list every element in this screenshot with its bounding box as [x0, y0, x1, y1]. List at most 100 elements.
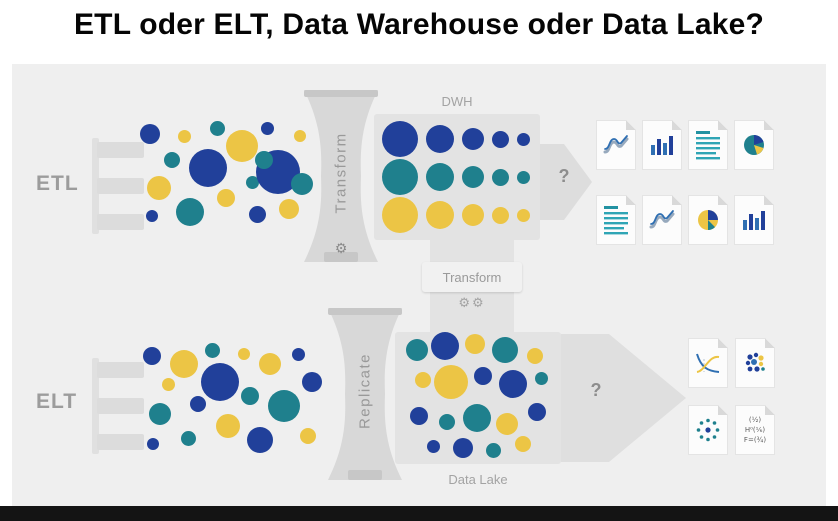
page-fold	[765, 338, 775, 348]
data-bubble	[201, 363, 239, 401]
data-bubble	[426, 125, 454, 153]
data-bubble	[434, 365, 468, 399]
data-bubble	[260, 121, 274, 135]
document-formula: (½)H⁰(⅙)F=(¾)	[735, 405, 775, 455]
data-bubble	[259, 353, 281, 375]
data-bubble	[534, 371, 548, 385]
source-spine	[92, 358, 99, 454]
page-fold	[672, 120, 682, 130]
elt-arrow-icon	[561, 334, 686, 462]
mid-transform-box: Transform	[422, 262, 522, 292]
mid-transform-label: Transform	[442, 269, 502, 285]
funnel-shape	[304, 90, 378, 262]
data-bubble	[517, 170, 530, 184]
data-bubble	[517, 132, 530, 146]
data-bubble	[463, 404, 491, 432]
line-chart-icon	[648, 208, 676, 232]
data-bubble	[255, 151, 273, 169]
data-bubble	[180, 430, 196, 446]
data-bubble	[426, 163, 454, 191]
data-bubble	[204, 342, 220, 358]
funnel-shape	[328, 308, 402, 480]
page-fold	[765, 405, 775, 415]
data-bubble	[146, 210, 158, 222]
data-bubble	[492, 168, 509, 186]
page-fold	[718, 405, 728, 415]
data-bubble	[492, 206, 509, 224]
data-bubble	[462, 166, 484, 188]
data-bubble	[245, 175, 259, 189]
source-bar	[97, 142, 144, 158]
document-pie-b	[688, 195, 728, 245]
etl-funnel-label: Transform	[332, 131, 350, 214]
dwh-container	[374, 114, 540, 240]
page-title: ETL oder ELT, Data Warehouse oder Data L…	[73, 8, 765, 41]
elt-replicate-funnel-icon: Replicate	[328, 308, 402, 480]
data-bubble	[226, 130, 258, 162]
formula-icon: (½)H⁰(⅙)F=(¾)	[744, 416, 766, 445]
data-bubble	[515, 436, 531, 452]
pie-a-icon	[742, 133, 766, 157]
data-bubble	[241, 387, 259, 405]
source-bar	[97, 214, 144, 230]
dwh-label: DWH	[441, 94, 473, 109]
data-bubble	[406, 339, 428, 361]
data-bubble	[217, 189, 235, 207]
data-bubble	[410, 407, 428, 425]
data-bubble	[485, 442, 501, 458]
bottom-bar	[0, 506, 838, 521]
data-bubble	[248, 205, 266, 223]
elt-funnel-label: Replicate	[356, 352, 374, 429]
data-bubble	[462, 128, 484, 150]
etl-row-label: ETL	[36, 172, 79, 195]
data-bubble	[453, 438, 473, 458]
text-doc-icon	[695, 129, 721, 161]
page-fold	[626, 120, 636, 130]
elt-question-mark: ?	[590, 380, 602, 400]
elt-row-label: ELT	[36, 390, 78, 413]
formula-line: H⁰(⅙)	[744, 425, 766, 434]
document-radial-chart	[688, 405, 728, 455]
data-bubble	[238, 348, 250, 360]
data-bubble	[415, 372, 431, 388]
text-doc-icon	[603, 204, 629, 236]
etl-source-stack-icon	[92, 138, 146, 238]
formula-line: (½)	[748, 415, 762, 424]
page-fold	[764, 195, 774, 205]
datalake-container	[395, 332, 561, 464]
data-bubble	[247, 427, 273, 453]
gears-icon: ⚙⚙	[458, 296, 486, 311]
data-bubble	[189, 149, 227, 187]
data-bubble	[496, 413, 518, 435]
page-fold	[718, 195, 728, 205]
data-bubble	[302, 372, 322, 392]
page-fold	[672, 195, 682, 205]
document-curve-chart	[688, 338, 728, 388]
document-bar-chart	[734, 195, 774, 245]
data-bubble	[143, 347, 161, 365]
data-bubble	[474, 367, 492, 385]
source-bar	[97, 362, 144, 378]
datalake-label: Data Lake	[448, 472, 508, 487]
data-bubble	[268, 390, 300, 422]
page-fold	[764, 120, 774, 130]
data-bubble	[492, 130, 509, 148]
etl-transform-funnel-icon: Transform ⚙	[304, 90, 378, 262]
etl-arrow-icon	[540, 144, 592, 220]
data-bubble	[147, 176, 171, 200]
data-bubble	[291, 347, 305, 361]
source-bar	[97, 398, 144, 414]
source-bar	[97, 178, 144, 194]
pie-b-icon	[696, 208, 720, 232]
data-bubble	[170, 350, 198, 378]
data-bubble	[527, 348, 543, 364]
curve-chart-icon	[695, 351, 721, 375]
data-bubble	[426, 439, 440, 453]
data-bubble	[431, 332, 459, 360]
page-fold	[718, 338, 728, 348]
data-bubble	[176, 198, 204, 226]
data-bubble	[161, 377, 175, 391]
data-bubble	[492, 337, 518, 363]
etl-question-mark: ?	[558, 166, 570, 186]
dot-chart-icon	[743, 351, 767, 375]
